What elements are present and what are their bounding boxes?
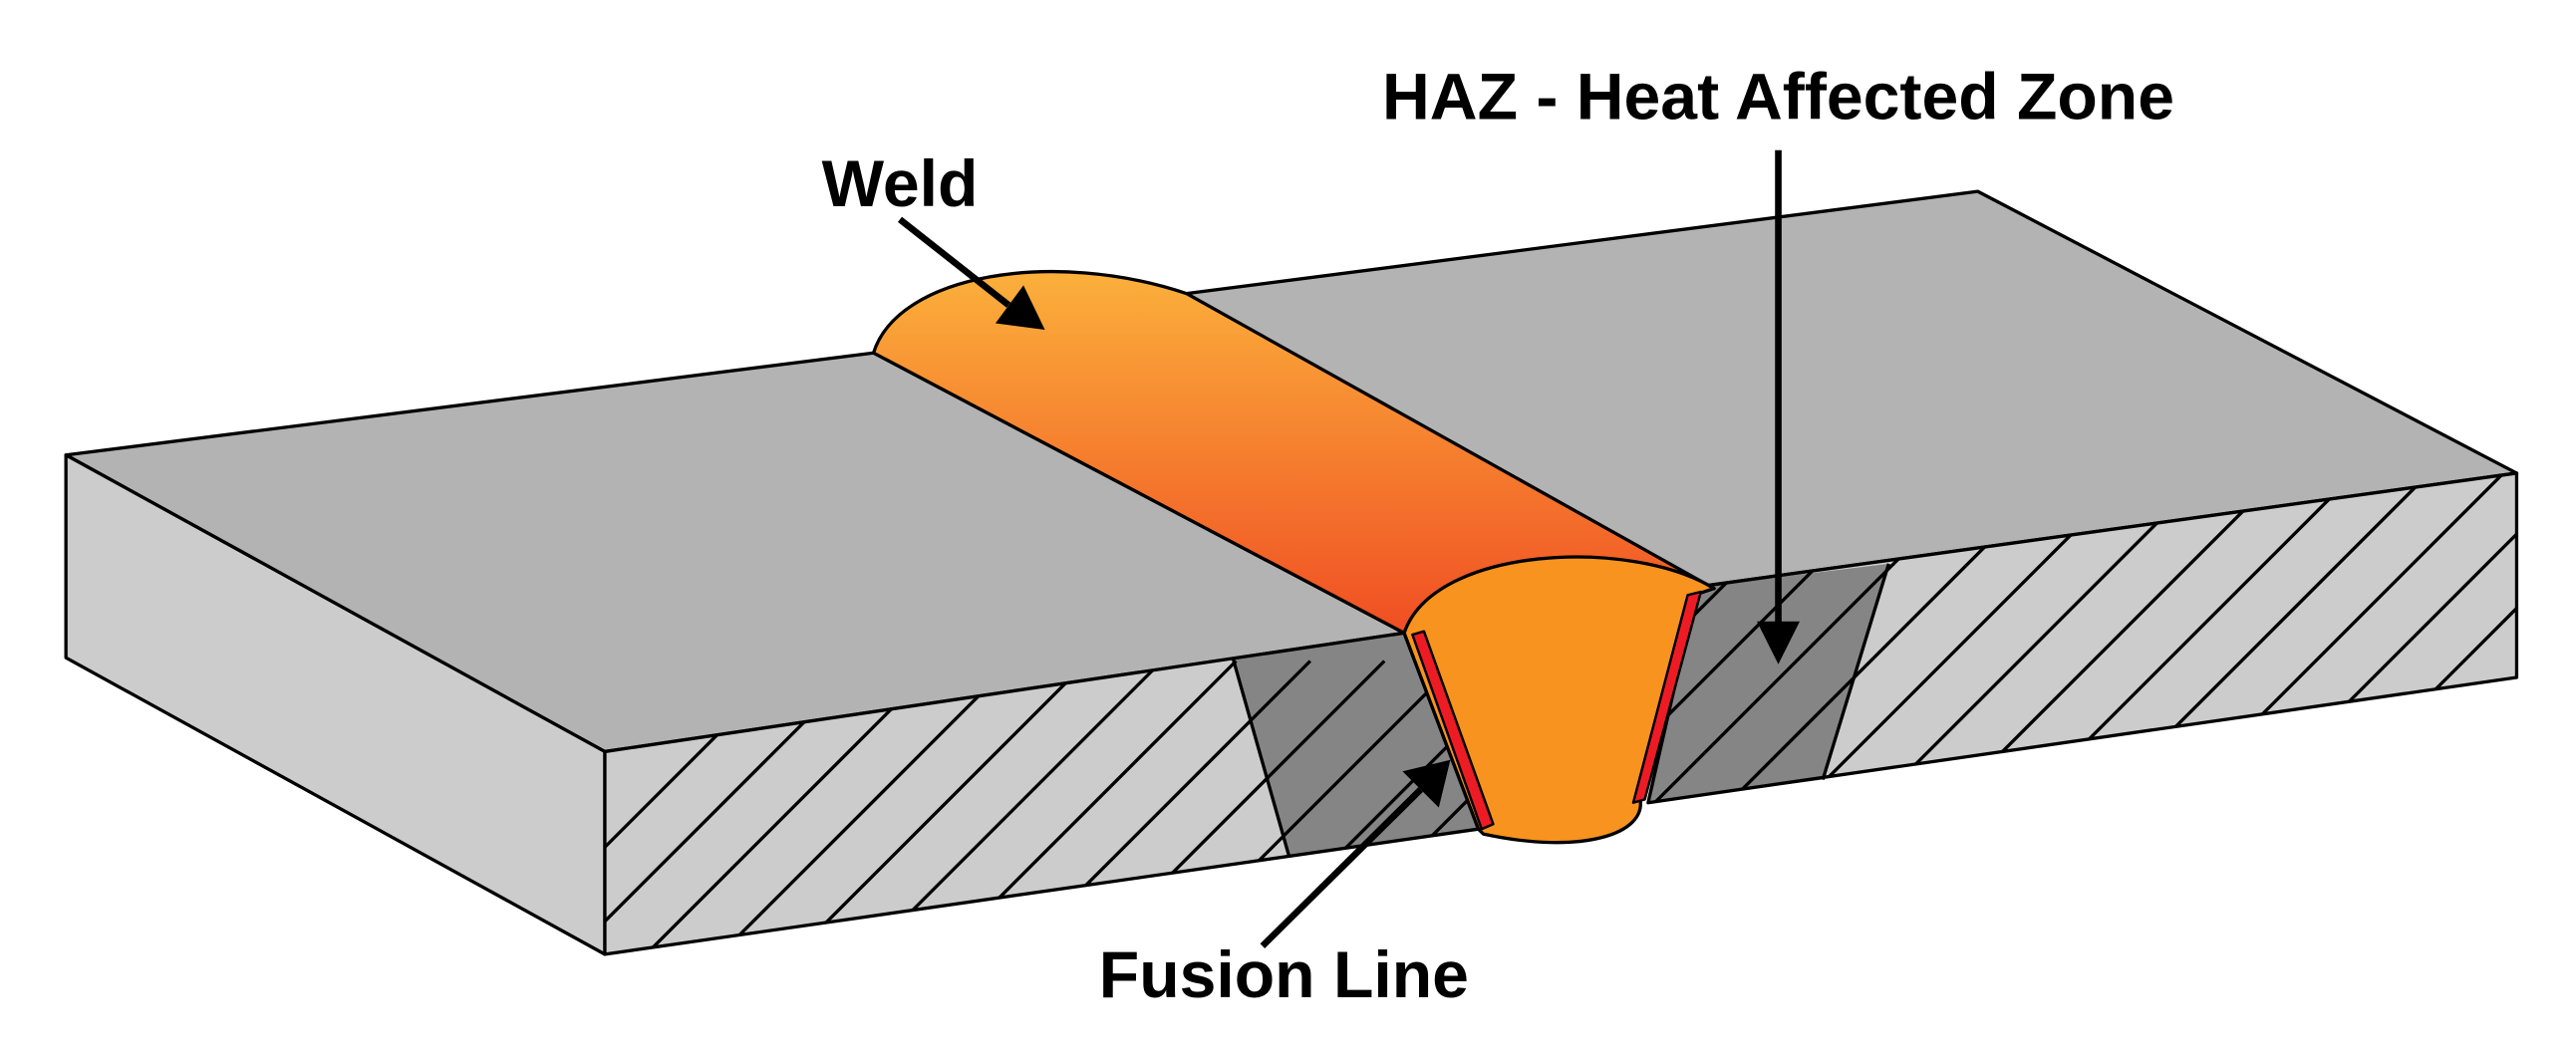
right-haz-region [1647, 563, 1889, 803]
weld-cross-section [1402, 555, 1716, 845]
weld-bead [871, 270, 1716, 636]
weld-arrow [897, 216, 1045, 331]
fusion-line-label: Fusion Line [1099, 938, 1469, 1012]
weld-label: Weld [822, 147, 979, 221]
right-cross-section-face [1647, 472, 2517, 803]
right-haz-boundary [1821, 563, 1890, 781]
left-haz-boundary [1231, 657, 1290, 857]
fusion-line-arrow [1260, 759, 1451, 948]
left-haz-region [1233, 633, 1479, 856]
left-fusion-line [1411, 630, 1495, 831]
haz-label: HAZ - Heat Affected Zone [1382, 60, 2174, 133]
right-fusion-line [1631, 590, 1703, 804]
haz-arrow [1757, 149, 1801, 664]
